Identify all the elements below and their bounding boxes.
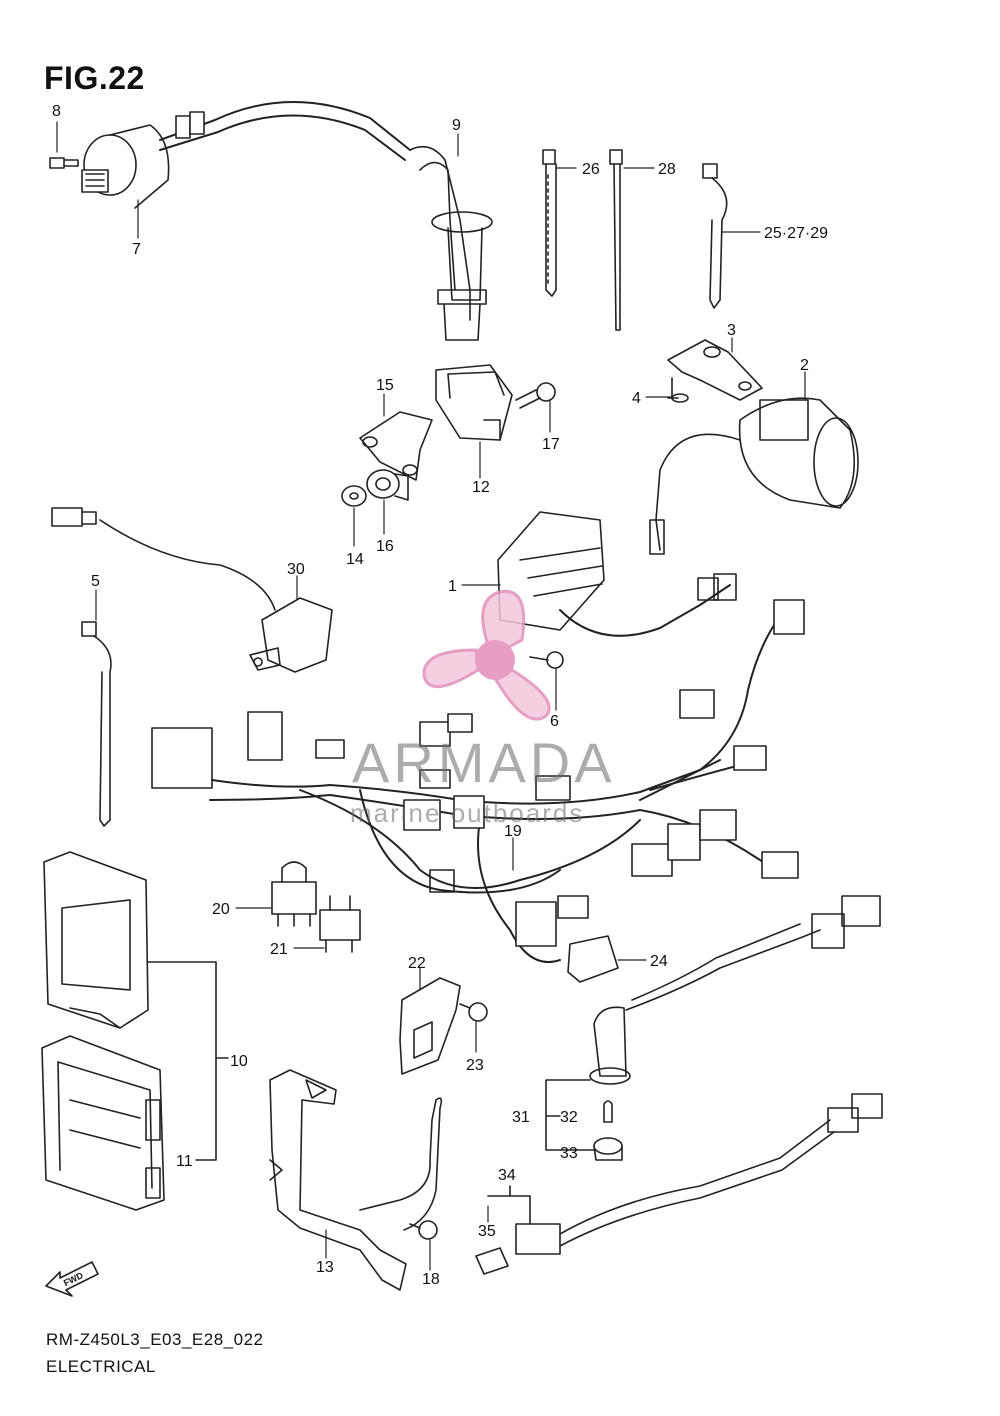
cap-assembly-31-part [545, 895, 881, 1161]
callout-19: 19 [504, 823, 522, 840]
watermark-tagline: marine outboards [350, 798, 584, 828]
clamp-28-part [609, 149, 623, 331]
callout-10: 10 [230, 1053, 248, 1070]
bolt-4-part [667, 377, 689, 403]
callout-35: 35 [478, 1223, 496, 1240]
callout-22: 22 [408, 955, 426, 972]
fuse-lead-34-part [487, 1093, 883, 1255]
bolt-18-part [409, 1220, 438, 1240]
callout-13: 13 [316, 1259, 334, 1276]
callout-16: 16 [376, 538, 394, 555]
clamp-25-part [702, 163, 728, 309]
callout-9: 9 [452, 117, 461, 134]
plug-cap-part [409, 145, 493, 341]
relay-24-part [567, 935, 619, 983]
callout-12: 12 [472, 479, 490, 496]
callout-11: 11 [176, 1153, 193, 1170]
starter-component-2-part [649, 397, 859, 555]
ignition-coil-part [81, 101, 411, 209]
callout-6: 6 [550, 713, 559, 730]
watermark-brand: ARMADA [352, 731, 616, 794]
callout-23: 23 [466, 1057, 484, 1074]
callout-31: 31 [512, 1109, 530, 1126]
bolt-part [49, 157, 79, 169]
callout-33: 33 [560, 1145, 578, 1162]
callout-5: 5 [91, 573, 100, 590]
bracket-13-part [269, 1069, 443, 1291]
fwd-arrow-icon [45, 1261, 99, 1297]
callout-2: 2 [800, 357, 809, 374]
bracket-3-part [667, 339, 763, 401]
bolt-6-part [529, 651, 564, 669]
callout-25: 25·27·29 [764, 225, 828, 242]
callout-26: 26 [582, 161, 600, 178]
callout-4: 4 [632, 390, 641, 407]
callout-1: 1 [448, 578, 457, 595]
grommet-16-part [366, 469, 409, 501]
callout-15: 15 [376, 377, 394, 394]
callout-labels: 8 7 9 26 28 25·27·29 3 2 4 15 12 17 14 1… [52, 103, 828, 1288]
callout-18: 18 [422, 1271, 440, 1288]
bracket-15-part [359, 411, 433, 481]
bolt-23-part [459, 1002, 488, 1022]
callout-20: 20 [212, 901, 230, 918]
clamp-5-part [81, 621, 112, 827]
relay-12-part [435, 364, 513, 441]
callout-32: 32 [560, 1109, 578, 1126]
callout-3: 3 [727, 322, 736, 339]
section-name: ELECTRICAL [46, 1357, 156, 1376]
ecm-holder-11-part [41, 1035, 165, 1211]
callout-14: 14 [346, 551, 364, 568]
callout-30: 30 [287, 561, 305, 578]
regulator-1-part [497, 511, 737, 637]
callout-21: 21 [270, 941, 288, 958]
bracket-22-part [399, 977, 461, 1075]
callout-24: 24 [650, 953, 668, 970]
fuse-35-part [475, 1247, 509, 1275]
watermark: ARMADA marine outboards [350, 589, 616, 828]
callout-7: 7 [132, 241, 141, 258]
ecm-10-part [43, 851, 229, 1161]
propeller-logo-icon [422, 589, 551, 721]
fuse-holder-20-part [271, 861, 317, 927]
clamp-26-part [542, 149, 557, 297]
figure-code: RM-Z450L3_E03_E28_022 [46, 1330, 264, 1349]
callout-28: 28 [658, 161, 676, 178]
callout-8: 8 [52, 103, 61, 120]
callout-34: 34 [498, 1167, 516, 1184]
bolt-17-part [515, 382, 556, 409]
washer-14-part [341, 485, 367, 507]
sensor-30-part [51, 507, 333, 673]
callout-17: 17 [542, 436, 560, 453]
figure-title: FIG.22 [44, 60, 145, 96]
wiring-harness-19-part [151, 599, 805, 963]
fuse-holder-21-part [319, 895, 361, 953]
